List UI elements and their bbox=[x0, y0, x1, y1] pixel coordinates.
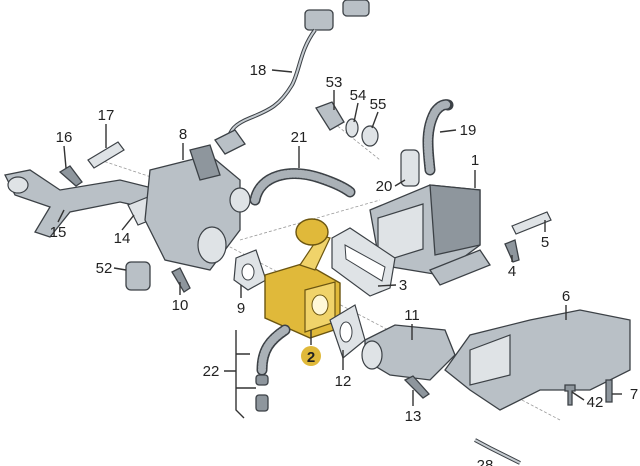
part-5-grease-tube[interactable] bbox=[511, 211, 552, 235]
label-12: 12 bbox=[335, 373, 352, 390]
label-2: 2 bbox=[307, 349, 315, 366]
label-7: 7 bbox=[630, 386, 638, 403]
part-12-gasket[interactable] bbox=[329, 304, 366, 360]
part-10-bolt[interactable] bbox=[171, 267, 191, 293]
part-15-pipe[interactable] bbox=[4, 169, 161, 238]
label-14: 14 bbox=[114, 230, 131, 247]
part-7-bolt[interactable] bbox=[605, 379, 613, 403]
part-6-heat-shield[interactable] bbox=[444, 309, 631, 411]
label-18: 18 bbox=[250, 62, 267, 79]
part-9-gasket[interactable] bbox=[233, 249, 267, 291]
part-2-egr-valve[interactable] bbox=[264, 218, 341, 339]
label-15: 15 bbox=[50, 224, 67, 241]
label-52: 52 bbox=[96, 260, 113, 277]
part-8-egr-cooler-valve[interactable] bbox=[144, 144, 251, 271]
label-5: 5 bbox=[541, 234, 549, 251]
label-10: 10 bbox=[172, 297, 189, 314]
label-28: 28 bbox=[477, 457, 494, 466]
part-1-egr-cooler[interactable] bbox=[369, 184, 491, 286]
label-17: 17 bbox=[98, 107, 115, 124]
label-16: 16 bbox=[56, 129, 73, 146]
label-19: 19 bbox=[460, 122, 477, 139]
highlight-badge bbox=[301, 346, 321, 366]
label-21: 21 bbox=[291, 129, 308, 146]
part-28-line[interactable] bbox=[474, 438, 521, 465]
part-42-bolt[interactable] bbox=[564, 384, 576, 406]
part-20-hose[interactable] bbox=[400, 149, 420, 187]
part-3-gasket[interactable] bbox=[331, 227, 396, 297]
label-22: 22 bbox=[203, 363, 220, 380]
label-53: 53 bbox=[326, 74, 343, 91]
label-54: 54 bbox=[350, 87, 367, 104]
part-4-bolt[interactable] bbox=[504, 239, 520, 263]
part-53-connector[interactable] bbox=[315, 101, 379, 147]
part-13-bolt[interactable] bbox=[403, 375, 430, 399]
label-20: 20 bbox=[376, 178, 393, 195]
part-21-hose[interactable] bbox=[249, 168, 356, 206]
label-11: 11 bbox=[404, 307, 420, 324]
label-13: 13 bbox=[405, 408, 422, 425]
part-19-hose[interactable] bbox=[422, 99, 454, 176]
label-3: 3 bbox=[399, 277, 407, 294]
label-1: 1 bbox=[471, 152, 479, 169]
label-42: 42 bbox=[587, 394, 604, 411]
part-17-grease-tube[interactable] bbox=[87, 141, 125, 169]
part-18-sensor[interactable] bbox=[214, 0, 370, 155]
label-6: 6 bbox=[562, 288, 570, 305]
part-52-sensor[interactable] bbox=[125, 261, 151, 291]
part-16-bolt[interactable] bbox=[58, 165, 83, 187]
label-4: 4 bbox=[508, 263, 516, 280]
part-11-pipe[interactable] bbox=[361, 324, 456, 381]
label-9: 9 bbox=[237, 300, 245, 317]
label-55: 55 bbox=[370, 96, 387, 113]
part-22-hose[interactable] bbox=[255, 324, 291, 412]
part-labels: 18 53 54 55 17 16 8 21 19 1 20 15 14 52 … bbox=[50, 62, 639, 466]
leader-lines bbox=[57, 69, 622, 419]
label-8: 8 bbox=[179, 126, 187, 143]
